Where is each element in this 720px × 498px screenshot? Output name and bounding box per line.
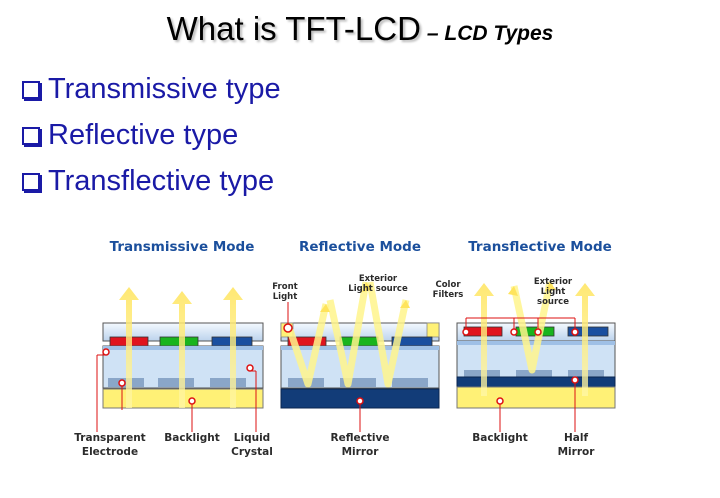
bullet-item: Reflective type bbox=[22, 112, 281, 158]
label-backlight-2: Backlight bbox=[472, 432, 528, 444]
checkbox-icon bbox=[22, 81, 40, 99]
label-mirror-2: Mirror bbox=[558, 446, 596, 458]
label-crystal: Crystal bbox=[231, 446, 273, 458]
slide-title: What is TFT-LCD– LCD Types bbox=[0, 10, 720, 48]
label-mirror: Mirror bbox=[342, 446, 380, 458]
label-backlight: Backlight bbox=[164, 432, 220, 444]
bullet-text: Transmissive type bbox=[48, 72, 281, 105]
mode-title-transflective: Transflective Mode bbox=[468, 239, 612, 255]
label-front: Front bbox=[272, 282, 297, 292]
reflective-panel bbox=[280, 281, 440, 432]
bullet-list: Transmissive type Reflective type Transf… bbox=[22, 66, 281, 204]
label-light: Light bbox=[273, 292, 298, 302]
label-light-2: Light bbox=[541, 287, 566, 297]
label-liquid: Liquid bbox=[234, 432, 270, 444]
label-transparent: Transparent bbox=[74, 432, 145, 444]
checkbox-icon bbox=[22, 127, 40, 145]
transmissive-panel bbox=[96, 287, 264, 432]
title-subtitle: – LCD Types bbox=[426, 22, 554, 45]
label-reflective: Reflective bbox=[331, 432, 390, 444]
bullet-text: Transflective type bbox=[48, 164, 275, 197]
transflective-panel bbox=[456, 281, 616, 432]
label-electrode: Electrode bbox=[82, 446, 138, 458]
bullet-item: Transmissive type bbox=[22, 66, 281, 112]
label-filters: Filters bbox=[433, 290, 464, 300]
label-exterior: Exterior bbox=[359, 274, 398, 284]
bullet-text: Reflective type bbox=[48, 118, 239, 151]
label-source-2: source bbox=[537, 297, 569, 307]
label-light-source: Light source bbox=[348, 284, 408, 294]
label-color: Color bbox=[435, 280, 461, 290]
bullet-item: Transflective type bbox=[22, 158, 281, 204]
label-exterior-2: Exterior bbox=[534, 277, 573, 287]
mode-title-reflective: Reflective Mode bbox=[299, 239, 421, 255]
mode-title-transmissive: Transmissive Mode bbox=[110, 239, 255, 255]
title-main: What is TFT-LCD bbox=[166, 10, 421, 47]
checkbox-icon bbox=[22, 173, 40, 191]
label-half: Half bbox=[564, 432, 588, 444]
